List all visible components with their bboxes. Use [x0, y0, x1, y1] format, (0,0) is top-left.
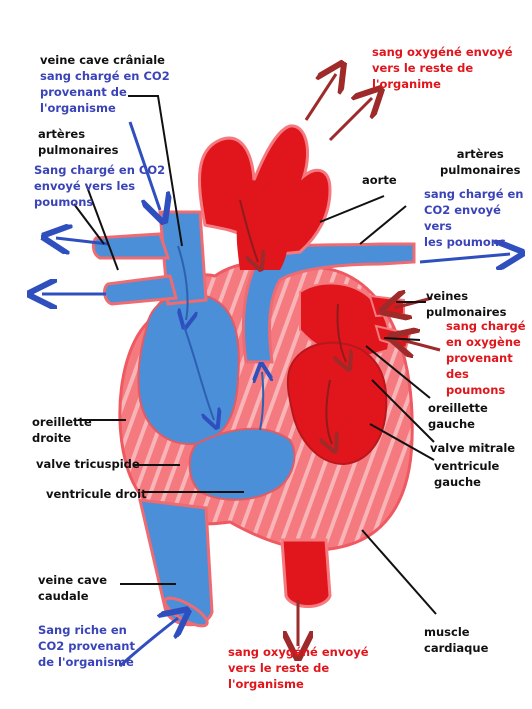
- label-right-atrium: oreillette droite: [32, 415, 92, 445]
- leader-lines: [73, 95, 437, 615]
- pulmonary-artery: [241, 242, 416, 364]
- label-oxygenated-bottom: sang oxygéné envoyé vers le reste de l'o…: [228, 645, 369, 691]
- label-pulmonary-arteries-left: artères pulmonaires: [38, 127, 119, 157]
- label-vena-cava-cranial: veine cave crâniale: [40, 53, 165, 67]
- label-vena-cava-cranial-blood: sang chargé en CO2 provenant de l'organi…: [40, 69, 170, 115]
- descending-aorta: [280, 538, 332, 608]
- label-right-ventricle: ventricule droit: [46, 487, 147, 501]
- right-atrium: [137, 293, 240, 446]
- label-heart-muscle: muscle cardiaque: [424, 625, 489, 655]
- label-aorta: aorte: [362, 173, 397, 187]
- label-left-ventricle: ventricule gauche: [434, 459, 500, 489]
- label-tricuspid-valve: valve tricuspide: [36, 457, 140, 471]
- left-ventricle: [286, 341, 388, 466]
- label-pulmonary-veins: veines pulmonaires: [426, 289, 507, 319]
- label-mitral-valve: valve mitrale: [430, 441, 516, 455]
- label-vena-cava-caudal: veine cave caudale: [38, 573, 108, 603]
- pulmonary-artery-left-upper: [91, 232, 171, 260]
- label-left-atrium: oreillette gauche: [428, 401, 488, 431]
- label-pulmonary-arteries-left-blood: Sang chargé en CO2 envoyé vers les poumo…: [34, 163, 166, 209]
- label-pulmonary-veins-blood: sang chargé en oxygène provenant des pou…: [446, 319, 526, 397]
- right-ventricle: [188, 427, 296, 501]
- pulmonary-artery-left-branch: [103, 274, 178, 306]
- label-pulmonary-arteries-right-blood: sang chargé en CO2 envoyé vers les poumo…: [424, 187, 524, 249]
- aorta: [197, 124, 332, 258]
- label-vena-cava-caudal-blood: Sang riche en CO2 provenant de l'organis…: [38, 623, 135, 669]
- label-pulmonary-arteries-right: artères pulmonaires: [440, 147, 521, 177]
- label-oxygenated-top: sang oxygéné envoyé vers le reste de l'o…: [372, 45, 513, 91]
